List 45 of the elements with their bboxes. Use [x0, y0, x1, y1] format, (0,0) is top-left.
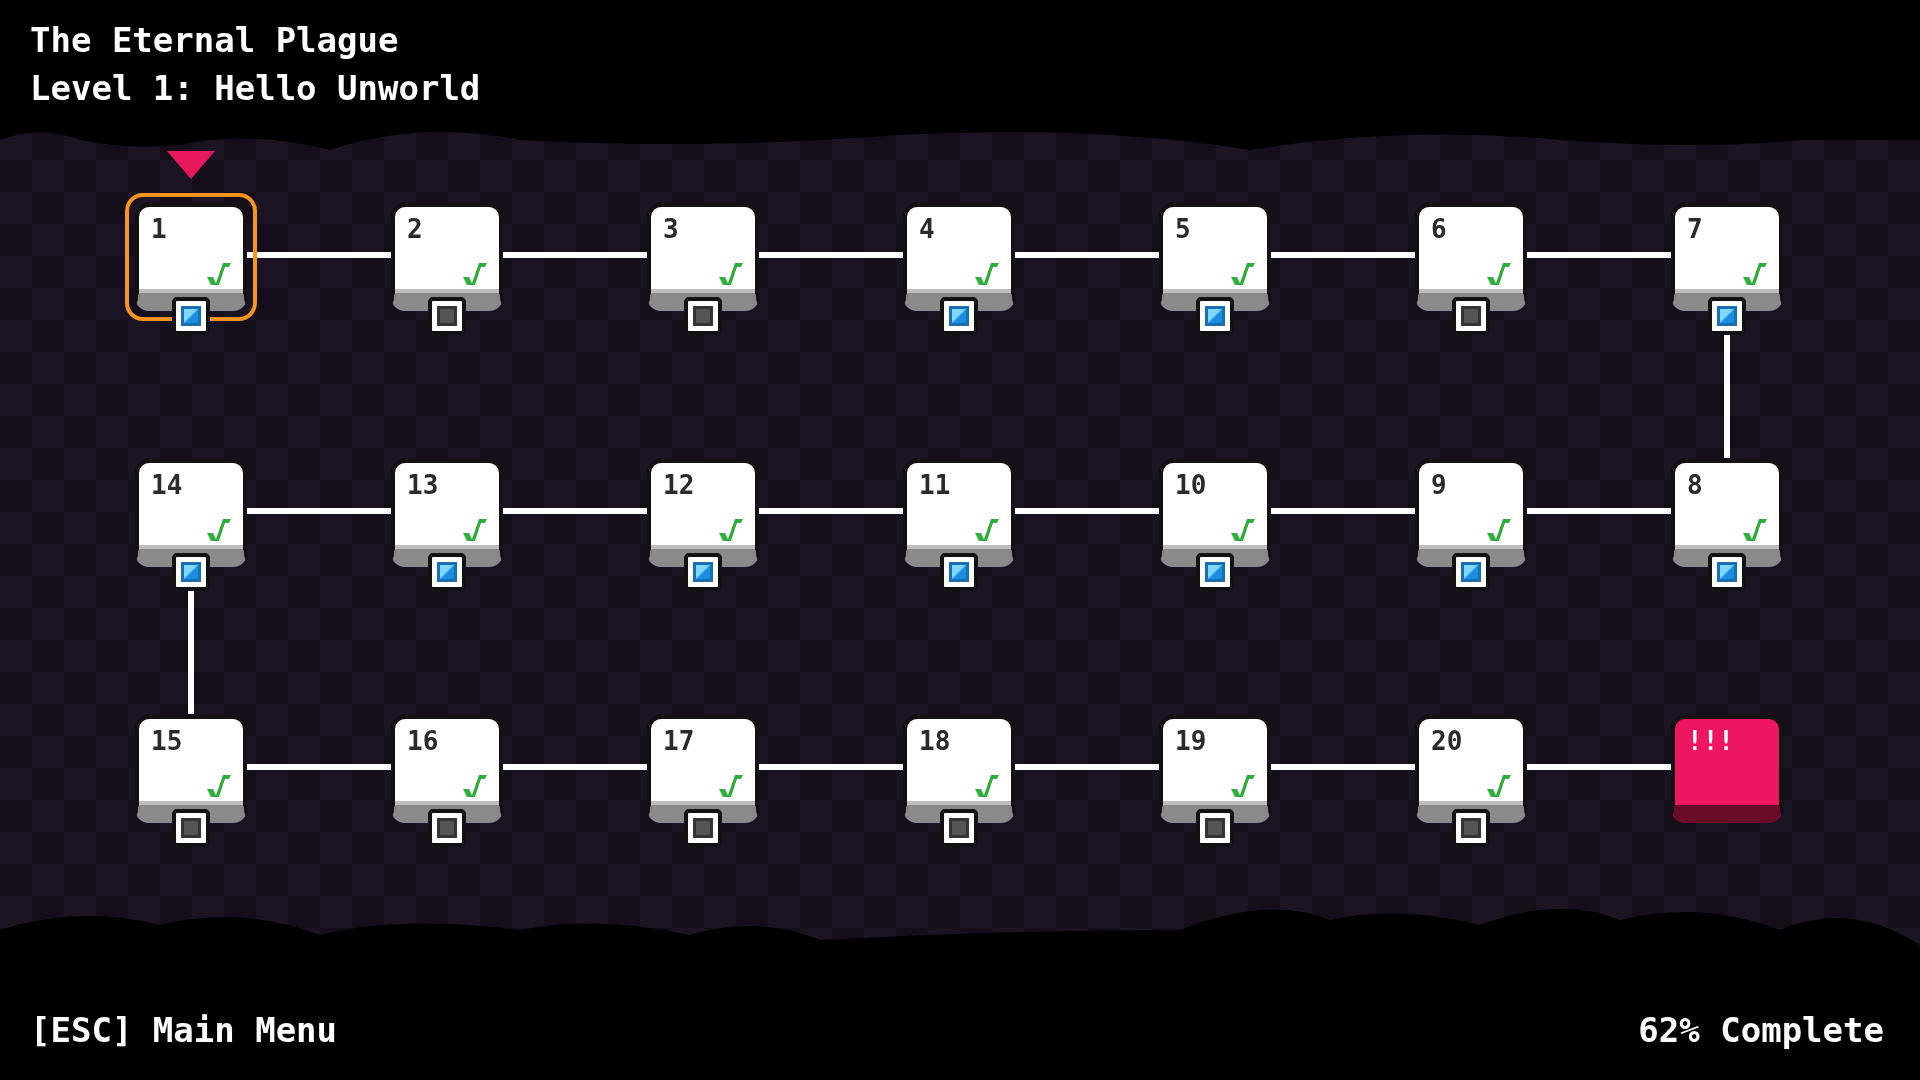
connector-line: [1015, 508, 1159, 514]
connector-line: [247, 252, 391, 258]
connector-line: [1527, 764, 1671, 770]
connector-line: [759, 764, 903, 770]
connector-line: [503, 764, 647, 770]
level-number: 20: [1431, 727, 1463, 755]
level-number: 2: [407, 215, 423, 243]
connector-line: [503, 252, 647, 258]
connector-line: [1015, 252, 1159, 258]
title: The Eternal Plague: [30, 20, 399, 60]
progress-text: 62% Complete: [1638, 1010, 1884, 1050]
connector-line: [759, 252, 903, 258]
level-number: 15: [151, 727, 183, 755]
connector-line: [1527, 252, 1671, 258]
connector-line: [1527, 508, 1671, 514]
level-number: !!!: [1687, 727, 1734, 755]
level-number: 18: [919, 727, 951, 755]
level-number: 10: [1175, 471, 1207, 499]
level-number: 3: [663, 215, 679, 243]
level-number: 12: [663, 471, 695, 499]
level-number: 9: [1431, 471, 1447, 499]
connector-line: [247, 508, 391, 514]
connector-line: [1015, 764, 1159, 770]
connector-line: [188, 591, 194, 714]
level-number: 5: [1175, 215, 1191, 243]
connector-line: [1271, 764, 1415, 770]
level-number: 4: [919, 215, 935, 243]
level-number: 17: [663, 727, 695, 755]
connector-line: [1724, 335, 1730, 458]
level-number: 14: [151, 471, 183, 499]
connector-line: [759, 508, 903, 514]
level-number: 6: [1431, 215, 1447, 243]
connector-line: [247, 764, 391, 770]
level-number: 19: [1175, 727, 1207, 755]
level-number: 13: [407, 471, 439, 499]
connector-line: [1271, 508, 1415, 514]
level-number: 1: [151, 215, 167, 243]
level-number: 16: [407, 727, 439, 755]
level-number: 11: [919, 471, 951, 499]
menu-hint: [ESC] Main Menu: [30, 1010, 338, 1050]
subtitle: Level 1: Hello Unworld: [30, 68, 481, 108]
level-number: 7: [1687, 215, 1703, 243]
connector-line: [1271, 252, 1415, 258]
level-number: 8: [1687, 471, 1703, 499]
connector-line: [503, 508, 647, 514]
